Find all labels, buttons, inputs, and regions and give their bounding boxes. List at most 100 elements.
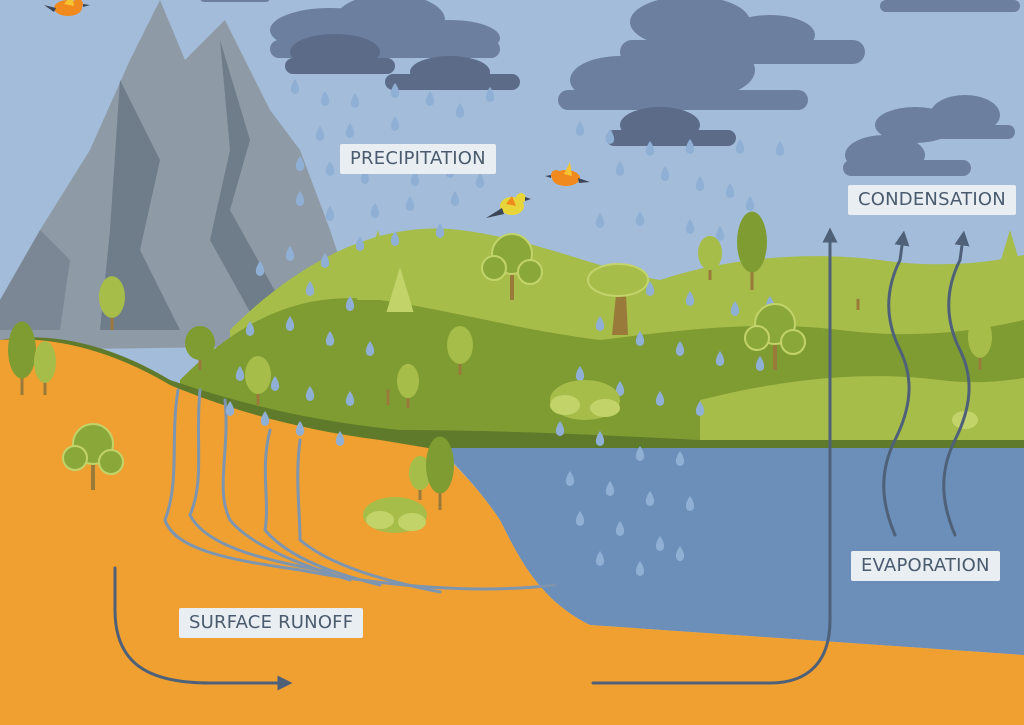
rain-drop bbox=[410, 171, 420, 186]
rain-drop bbox=[485, 87, 495, 102]
bird bbox=[44, 0, 90, 16]
rain-drop bbox=[345, 296, 355, 311]
tree bbox=[374, 336, 402, 405]
rain-drop bbox=[390, 83, 400, 98]
rain-drop bbox=[325, 331, 335, 346]
rain-drop bbox=[635, 211, 645, 226]
rain-drop bbox=[575, 121, 585, 136]
rain-drop bbox=[685, 139, 695, 154]
tree bbox=[481, 233, 543, 300]
rain-drop bbox=[595, 213, 605, 228]
rain-drop bbox=[645, 491, 655, 506]
tree bbox=[34, 341, 56, 395]
rain-drop bbox=[695, 401, 705, 416]
tree bbox=[846, 261, 870, 310]
rain-drop bbox=[615, 381, 625, 396]
rain-drop bbox=[635, 446, 645, 461]
birds bbox=[44, 0, 590, 218]
rain-drop bbox=[685, 219, 695, 234]
tree bbox=[99, 276, 125, 330]
rain-drop bbox=[595, 551, 605, 566]
rain-drop bbox=[295, 421, 305, 436]
rain-drop bbox=[320, 253, 330, 268]
cloud bbox=[843, 95, 1015, 176]
rain-drop bbox=[475, 173, 485, 188]
rain-drop bbox=[305, 386, 315, 401]
tree bbox=[698, 235, 722, 280]
tree bbox=[62, 423, 124, 490]
rain-drop bbox=[660, 166, 670, 181]
rain-drop bbox=[685, 291, 695, 306]
rain-drop bbox=[635, 561, 645, 576]
cloud bbox=[285, 34, 520, 90]
rain-drop bbox=[735, 139, 745, 154]
rain-drop bbox=[390, 116, 400, 131]
rain-drop bbox=[745, 196, 755, 211]
rain-drop bbox=[565, 471, 575, 486]
return-flow-arrow bbox=[591, 227, 838, 685]
rain-drop bbox=[675, 341, 685, 356]
rain-drop bbox=[235, 366, 245, 381]
trees bbox=[8, 211, 1024, 510]
tree bbox=[737, 211, 767, 290]
surface-runoff-arrow bbox=[113, 566, 293, 691]
tree bbox=[357, 230, 399, 300]
rain-drop bbox=[755, 356, 765, 371]
rain-drop bbox=[325, 161, 335, 176]
cloud bbox=[558, 42, 808, 110]
rain-drop bbox=[285, 246, 295, 261]
bushes bbox=[363, 380, 1012, 533]
rain-drop bbox=[730, 301, 740, 316]
lake bbox=[440, 448, 1024, 655]
rain-drop bbox=[370, 203, 380, 218]
rain-drop bbox=[425, 91, 435, 106]
tree bbox=[968, 316, 992, 370]
rain-drop bbox=[355, 236, 365, 251]
tree bbox=[8, 321, 36, 395]
rain-drop bbox=[345, 123, 355, 138]
rain-drop bbox=[390, 231, 400, 246]
rain-drop bbox=[655, 391, 665, 406]
rain-drop bbox=[290, 79, 300, 94]
tree bbox=[409, 455, 431, 500]
rain-drop bbox=[615, 161, 625, 176]
rain-drop bbox=[685, 496, 695, 511]
rain-drop bbox=[450, 191, 460, 206]
rain-drops bbox=[225, 79, 785, 576]
rain-drop bbox=[675, 546, 685, 561]
tree bbox=[426, 436, 454, 510]
rain-drop bbox=[255, 261, 265, 276]
tree bbox=[447, 326, 473, 375]
tree bbox=[587, 263, 649, 335]
rain-drop bbox=[305, 281, 315, 296]
rain-drop bbox=[555, 421, 565, 436]
rain-drop bbox=[245, 321, 255, 336]
bush bbox=[550, 380, 620, 420]
rain-drop bbox=[345, 391, 355, 406]
rain-drop bbox=[675, 451, 685, 466]
rain-drop bbox=[455, 103, 465, 118]
rain-drop bbox=[285, 316, 295, 331]
clouds bbox=[200, 0, 1020, 176]
rain-drop bbox=[575, 366, 585, 381]
condensation-label: CONDENSATION bbox=[848, 185, 1016, 215]
process-arrows bbox=[113, 227, 971, 691]
rain-drop bbox=[405, 196, 415, 211]
rain-drop bbox=[695, 176, 705, 191]
rain-drop bbox=[335, 431, 345, 446]
rain-drop bbox=[435, 223, 445, 238]
tree bbox=[989, 230, 1024, 300]
rain-drop bbox=[295, 156, 305, 171]
tree bbox=[386, 267, 414, 312]
rain-drop bbox=[595, 431, 605, 446]
tree bbox=[397, 363, 419, 408]
rain-drop bbox=[365, 341, 375, 356]
rain-drop bbox=[715, 351, 725, 366]
rain-drop bbox=[325, 206, 335, 221]
surface-runoff-label: SURFACE RUNOFF bbox=[179, 608, 364, 638]
mountains bbox=[0, 0, 380, 350]
tree bbox=[185, 325, 215, 370]
underground-streams bbox=[163, 388, 557, 594]
